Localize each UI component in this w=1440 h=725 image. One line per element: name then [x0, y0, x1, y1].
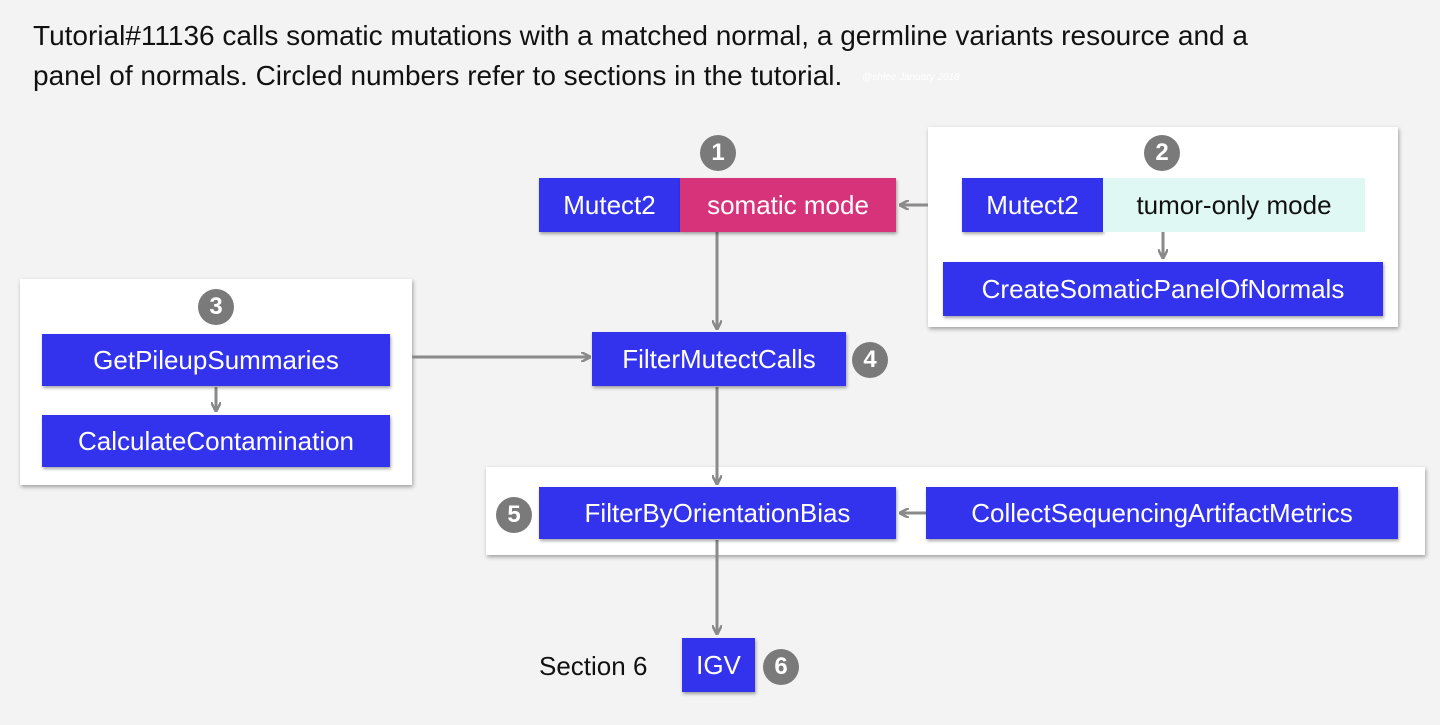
- section-6-label: Section 6: [539, 651, 648, 681]
- section-badge-3: 3: [198, 289, 234, 325]
- caption-line-2: panel of normals. Circled numbers refer …: [33, 60, 843, 91]
- create-pon-box: CreateSomaticPanelOfNormals: [943, 262, 1383, 316]
- watermark: @shlee January 2018: [862, 71, 960, 83]
- section-badge-1: 1: [700, 135, 736, 171]
- filter-orientation-box: FilterByOrientationBias: [539, 487, 896, 539]
- tumor-only-mode-box: tumor-only mode: [1103, 178, 1365, 232]
- section-badge-6: 6: [763, 649, 799, 685]
- section-badge-4: 4: [852, 342, 888, 378]
- somatic-mode-box: somatic mode: [680, 178, 896, 232]
- section-badge-5: 5: [496, 497, 532, 533]
- section-badge-2: 2: [1144, 135, 1180, 171]
- filter-mutect-box: FilterMutectCalls: [592, 332, 846, 386]
- igv-box: IGV: [682, 638, 755, 692]
- calc-contam-box: CalculateContamination: [42, 415, 390, 467]
- caption-line-1: Tutorial#11136 calls somatic mutations w…: [33, 20, 1248, 51]
- mutect2-somatic-box: Mutect2: [539, 178, 680, 232]
- get-pileup-box: GetPileupSummaries: [42, 334, 390, 386]
- caption: Tutorial#11136 calls somatic mutations w…: [33, 16, 1413, 98]
- collect-artifact-box: CollectSequencingArtifactMetrics: [926, 487, 1398, 539]
- mutect2-tumor-box: Mutect2: [962, 178, 1103, 232]
